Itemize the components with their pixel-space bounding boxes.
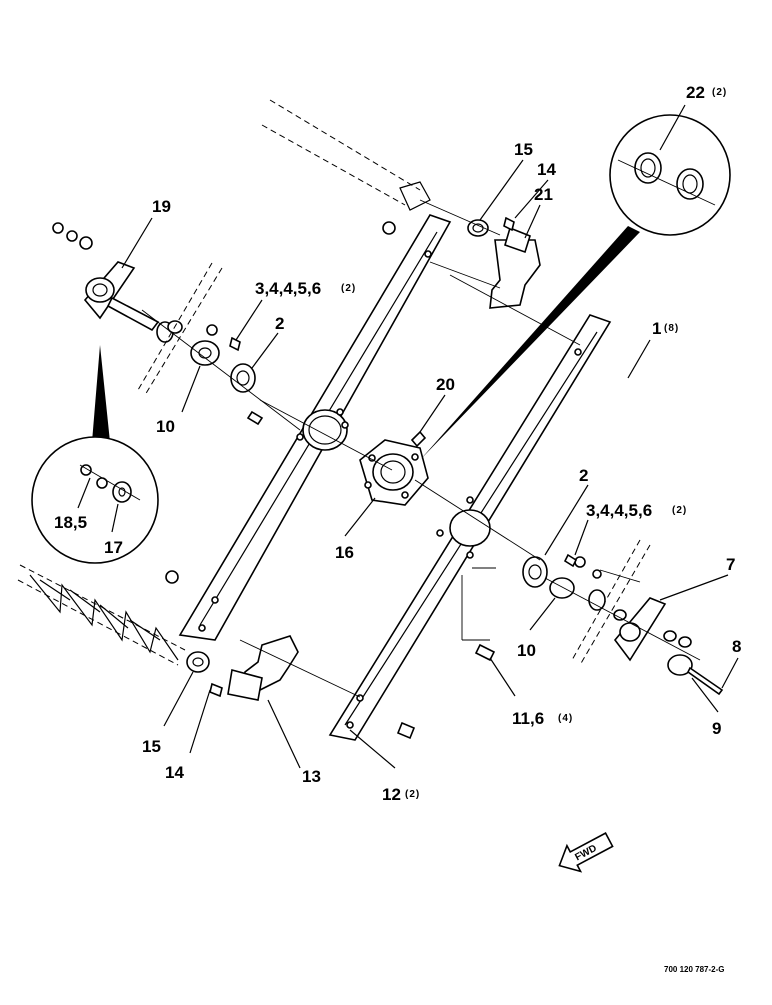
callout-21: 21 xyxy=(534,185,553,204)
callout-14-top: 14 xyxy=(537,160,556,179)
callout-14-bottom: 14 xyxy=(165,763,184,782)
forward-direction-arrow: FWD xyxy=(558,832,614,873)
right-arm-plate xyxy=(328,314,612,741)
callout-1: 1 xyxy=(652,319,661,338)
callout-16: 16 xyxy=(335,543,354,562)
callout-7: 7 xyxy=(726,555,735,574)
callout-3-4-4-5-6-left-qty: (2) xyxy=(341,283,356,294)
right-bracket-assembly xyxy=(522,539,724,696)
callout-12-qty: (2) xyxy=(405,789,420,800)
callout-15-bottom: 15 xyxy=(142,737,161,756)
callout-13: 13 xyxy=(302,767,321,786)
callout-1-qty: (8) xyxy=(664,323,679,334)
callout-20: 20 xyxy=(436,375,455,394)
detail-circle-bushings xyxy=(420,114,731,460)
callout-3-4-4-5-6-right-qty: (2) xyxy=(672,505,687,516)
callout-11-6: 11,6 xyxy=(512,709,544,728)
bottom-clamp-assembly xyxy=(165,570,496,740)
callout-9: 9 xyxy=(712,719,721,738)
left-bracket-assembly xyxy=(52,222,264,426)
callout-2-right: 2 xyxy=(579,466,588,485)
callout-22: 22 xyxy=(686,83,705,102)
leader-lines xyxy=(77,104,739,769)
callout-15-top: 15 xyxy=(514,140,533,159)
callout-18-5: 18,5 xyxy=(54,513,87,532)
knife-section-phantom xyxy=(17,564,186,666)
callout-3-4-4-5-6-left: 3,4,4,5,6 xyxy=(255,279,321,298)
callout-10-left: 10 xyxy=(156,417,175,436)
callout-19: 19 xyxy=(152,197,171,216)
callout-8: 8 xyxy=(732,637,741,656)
callout-12: 12 xyxy=(382,785,401,804)
callout-22-qty: (2) xyxy=(712,87,727,98)
callout-3-4-4-5-6-right: 3,4,4,5,6 xyxy=(586,501,652,520)
drawing-reference-number: 700 120 787-2-G xyxy=(664,965,725,974)
callout-10-right: 10 xyxy=(517,641,536,660)
callout-17: 17 xyxy=(104,538,123,557)
bearing-housing xyxy=(359,430,429,506)
callout-labels: 22 (2) 15 14 21 19 3,4,4,5,6 (2) 2 1 (8)… xyxy=(54,83,741,804)
top-clamp-assembly xyxy=(382,216,541,309)
center-lines xyxy=(141,199,701,698)
shaft-phantom xyxy=(261,99,431,211)
callout-11-6-qty: (4) xyxy=(558,713,573,724)
detail-circle-hardware xyxy=(31,345,159,564)
callout-2-left: 2 xyxy=(275,314,284,333)
